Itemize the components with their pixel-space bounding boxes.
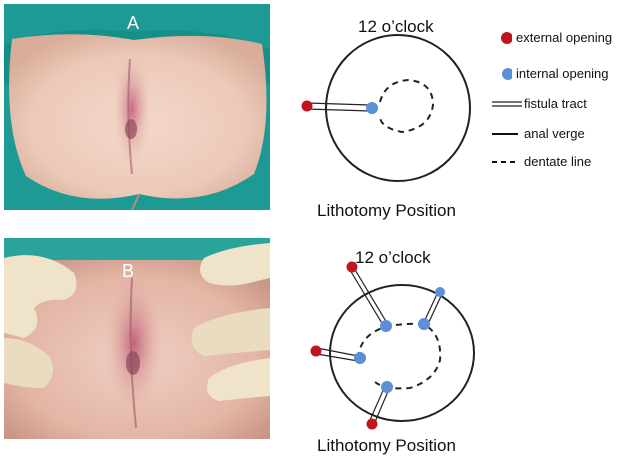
legend-label: internal opening xyxy=(516,66,609,81)
legend-item-internal-opening: internal opening xyxy=(490,65,632,83)
internal-opening-b-2 xyxy=(418,318,430,330)
legend-item-fistula-tract: fistula tract xyxy=(490,95,632,113)
solid-line-icon xyxy=(492,133,518,135)
blue-dot-icon xyxy=(502,68,512,80)
legend-label: external opening xyxy=(516,30,613,45)
internal-opening-b-3 xyxy=(435,287,445,297)
clock-label-a: 12 o’clock xyxy=(358,17,434,36)
external-opening-b-top xyxy=(346,261,358,273)
fistula-diagram-b xyxy=(310,261,475,430)
dentate-line-b xyxy=(357,322,442,390)
clinical-photo-b xyxy=(4,238,270,439)
clock-label-b: 12 o’clock xyxy=(355,248,431,267)
clinical-photo-a xyxy=(4,4,270,210)
external-opening-a xyxy=(301,100,313,112)
position-label-a: Lithotomy Position xyxy=(317,201,456,220)
internal-opening-b-4 xyxy=(354,352,366,364)
legend-label: anal verge xyxy=(524,126,585,141)
internal-opening-b-1 xyxy=(380,320,392,332)
position-label-b: Lithotomy Position xyxy=(317,436,456,455)
dashed-line-icon xyxy=(492,161,518,163)
internal-opening-a xyxy=(366,102,378,114)
legend-label: dentate line xyxy=(524,154,592,169)
anal-verge-b xyxy=(329,284,475,422)
legend-item-anal-verge: anal verge xyxy=(490,125,632,143)
dentate-line-a xyxy=(379,78,435,134)
external-opening-b-left xyxy=(310,345,322,357)
fistula-tract-a-upper xyxy=(306,102,371,106)
fistula-diagram-a xyxy=(301,34,471,182)
red-dot-icon xyxy=(501,32,512,44)
fistula-tract-a-lower xyxy=(306,108,371,112)
legend-item-external-opening: external opening xyxy=(490,29,632,47)
external-opening-b-bottom xyxy=(366,418,378,430)
panel-b-label: B xyxy=(122,261,135,281)
internal-opening-b-5 xyxy=(381,381,393,393)
anal-verge-a xyxy=(325,34,471,182)
legend-item-dentate-line: dentate line xyxy=(490,153,632,171)
double-line-icon xyxy=(492,101,522,107)
panel-a-label: A xyxy=(127,13,140,33)
legend-label: fistula tract xyxy=(524,96,587,111)
